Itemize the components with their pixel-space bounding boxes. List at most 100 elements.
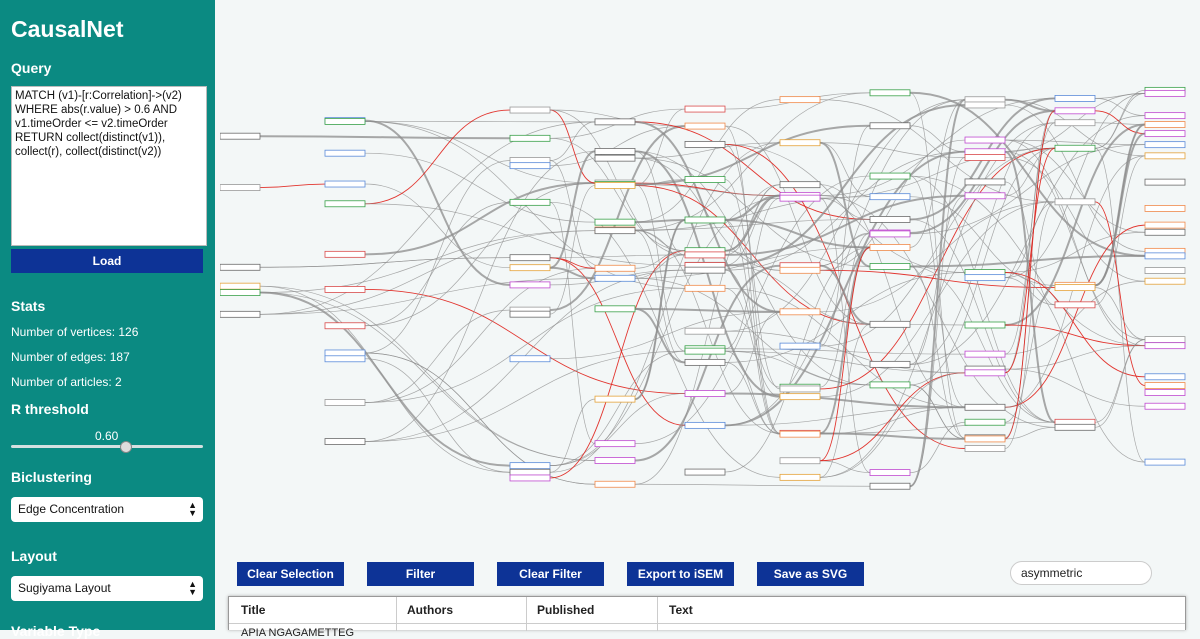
graph-node[interactable] [510, 311, 550, 317]
graph-node[interactable] [1145, 222, 1185, 228]
threshold-slider-handle[interactable] [120, 441, 132, 453]
graph-node[interactable] [1145, 268, 1185, 274]
graph-node[interactable] [780, 267, 820, 273]
graph-node[interactable] [220, 290, 260, 296]
export-isem-button[interactable]: Export to iSEM [627, 562, 734, 586]
column-header-published[interactable]: Published [537, 603, 594, 617]
graph-node[interactable] [965, 351, 1005, 357]
graph-node[interactable] [1145, 205, 1185, 211]
graph-edge[interactable] [1095, 156, 1145, 305]
graph-edge[interactable] [725, 126, 780, 433]
graph-edge[interactable] [365, 183, 595, 254]
graph-node[interactable] [595, 481, 635, 487]
graph-node[interactable] [965, 419, 1005, 425]
clear-filter-button[interactable]: Clear Filter [497, 562, 604, 586]
graph-node[interactable] [870, 244, 910, 250]
graph-node[interactable] [1145, 278, 1185, 284]
graph-node[interactable] [870, 263, 910, 269]
graph-node[interactable] [325, 400, 365, 406]
graph-edge[interactable] [820, 196, 1055, 428]
graph-node[interactable] [1145, 343, 1185, 349]
graph-node[interactable] [595, 155, 635, 161]
graph-node[interactable] [965, 179, 1005, 185]
graph-node[interactable] [870, 90, 910, 96]
graph-node[interactable] [595, 306, 635, 312]
graph-node[interactable] [220, 264, 260, 270]
graph-node[interactable] [1055, 108, 1095, 114]
graph-edge[interactable] [820, 126, 870, 346]
graph-edge[interactable] [365, 202, 510, 325]
graph-node[interactable] [780, 474, 820, 480]
graph-edge[interactable] [910, 266, 1055, 422]
clear-selection-button[interactable]: Clear Selection [237, 562, 344, 586]
graph-node[interactable] [780, 431, 820, 437]
graph-node[interactable] [1055, 120, 1095, 126]
graph-node[interactable] [595, 219, 635, 225]
graph-node[interactable] [510, 463, 550, 469]
graph-node[interactable] [1055, 95, 1095, 101]
graph-node[interactable] [780, 309, 820, 315]
threshold-slider[interactable] [11, 445, 203, 448]
graph-edge[interactable] [635, 309, 685, 363]
graph-node[interactable] [685, 285, 725, 291]
load-button[interactable]: Load [11, 249, 203, 273]
graph-node[interactable] [965, 404, 1005, 410]
graph-node[interactable] [780, 458, 820, 464]
graph-edge[interactable] [820, 233, 870, 387]
graph-node[interactable] [870, 123, 910, 129]
graph-node[interactable] [1055, 285, 1095, 291]
graph-node[interactable] [870, 173, 910, 179]
graph-node[interactable] [1055, 145, 1095, 151]
graph-node[interactable] [685, 217, 725, 223]
biclustering-select[interactable]: Edge Concentration ▲▼ [11, 497, 203, 522]
graph-node[interactable] [870, 361, 910, 367]
graph-node[interactable] [1145, 122, 1185, 128]
graph-node[interactable] [510, 469, 550, 475]
graph-node[interactable] [870, 231, 910, 237]
graph-node[interactable] [325, 356, 365, 362]
query-input[interactable]: MATCH (v1)-[r:Correlation]->(v2) WHERE a… [11, 86, 207, 246]
graph-node[interactable] [870, 321, 910, 327]
highlighted-edge[interactable] [260, 184, 325, 188]
save-svg-button[interactable]: Save as SVG [757, 562, 864, 586]
graph-edge[interactable] [820, 373, 965, 478]
graph-edge[interactable] [365, 351, 685, 441]
graph-edge[interactable] [365, 184, 510, 268]
graph-node[interactable] [1145, 113, 1185, 119]
graph-edge[interactable] [635, 109, 685, 185]
graph-node[interactable] [685, 359, 725, 365]
graph-node[interactable] [780, 140, 820, 146]
graph-node[interactable] [595, 441, 635, 447]
highlighted-edge[interactable] [820, 247, 870, 460]
graph-node[interactable] [870, 470, 910, 476]
graph-node[interactable] [685, 391, 725, 397]
graph-node[interactable] [780, 386, 820, 392]
graph-node[interactable] [1145, 153, 1185, 159]
graph-node[interactable] [685, 469, 725, 475]
graph-node[interactable] [510, 356, 550, 362]
graph-node[interactable] [595, 148, 635, 154]
graph-edge[interactable] [635, 484, 870, 486]
graph-node[interactable] [1145, 179, 1185, 185]
column-header-title[interactable]: Title [241, 603, 265, 617]
graph-edge[interactable] [550, 268, 595, 279]
graph-node[interactable] [685, 348, 725, 354]
table-row-title[interactable]: APIA NGAGAMETTEG [241, 627, 354, 639]
graph-node[interactable] [965, 446, 1005, 452]
graph-edge[interactable] [260, 136, 510, 138]
graph-node[interactable] [595, 457, 635, 463]
graph-edge[interactable] [1005, 140, 1145, 145]
graph-node[interactable] [1145, 459, 1185, 465]
search-input[interactable] [1010, 561, 1152, 585]
graph-edge[interactable] [365, 183, 595, 326]
layout-select[interactable]: Sugiyama Layout ▲▼ [11, 576, 203, 601]
graph-node[interactable] [1055, 302, 1095, 308]
graph-edge[interactable] [365, 268, 595, 402]
graph-node[interactable] [1055, 424, 1095, 430]
graph-node[interactable] [965, 370, 1005, 376]
graph-node[interactable] [1145, 337, 1185, 343]
graph-edge[interactable] [1005, 427, 1055, 439]
graph-node[interactable] [325, 286, 365, 292]
graph-node[interactable] [510, 282, 550, 288]
graph-node[interactable] [595, 182, 635, 188]
